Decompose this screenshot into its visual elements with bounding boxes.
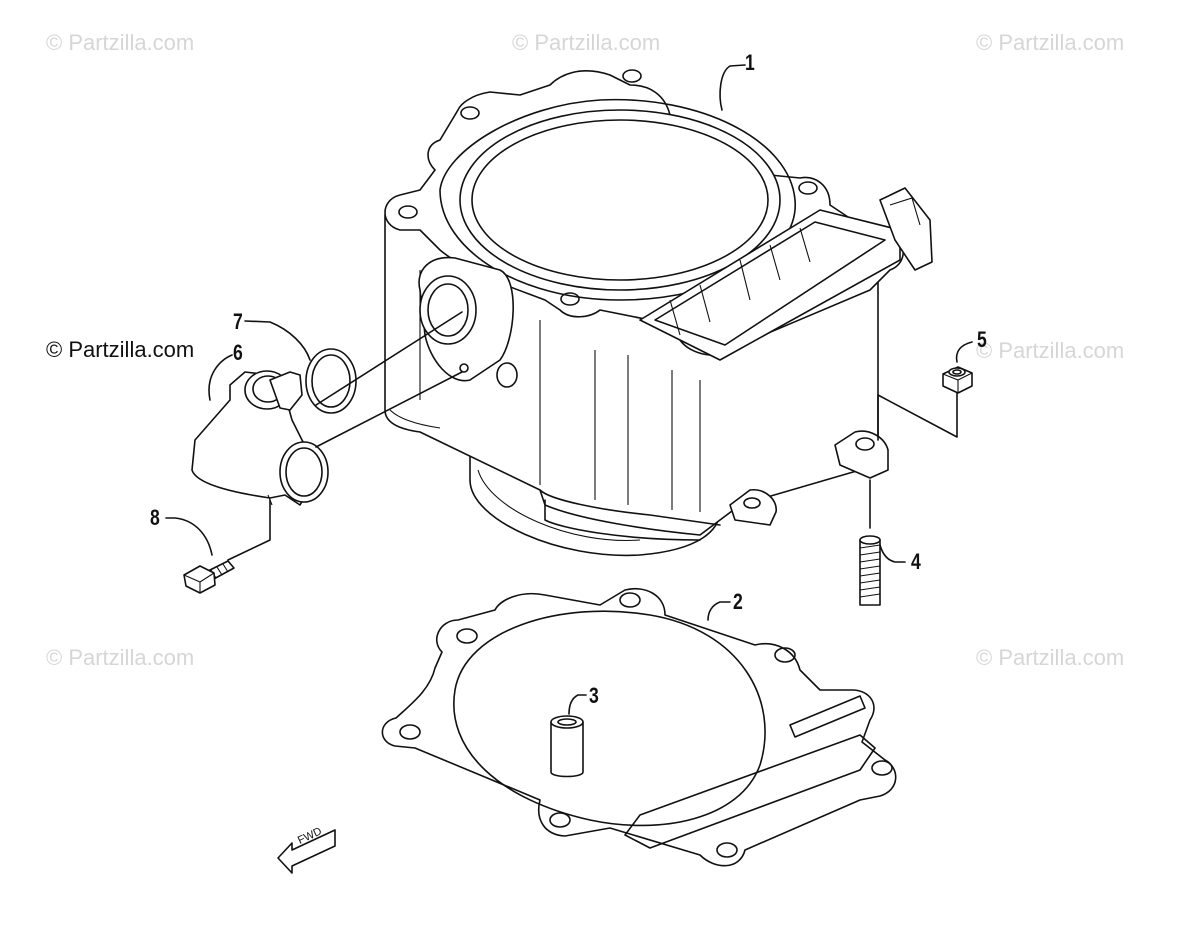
fwd-arrow-icon [278,830,335,873]
watermark-top-right: © Partzilla.com [976,30,1125,55]
callout-3[interactable]: 3 [589,683,599,708]
leader-2 [708,602,730,620]
o-ring-part[interactable] [306,349,356,413]
dowel-pin-part[interactable] [551,716,583,777]
cylinder-part[interactable] [385,70,932,555]
leader-8 [166,518,212,555]
watermark-bottom-left: © Partzilla.com [46,645,195,670]
projection-line-lower [316,372,462,447]
leader-5 [957,342,972,362]
callout-4[interactable]: 4 [911,549,921,574]
callout-2[interactable]: 2 [733,589,743,614]
nut-projection-line [878,393,957,440]
projection-line-upper [316,312,462,405]
screw-projection-line [228,500,270,560]
callout-1[interactable]: 1 [745,50,755,75]
watermark-main: © Partzilla.com [46,337,195,362]
leader-6 [209,355,232,400]
callout-8[interactable]: 8 [150,505,160,530]
leader-4 [880,545,905,562]
nut-part[interactable] [943,367,972,393]
watermark-top-center: © Partzilla.com [512,30,661,55]
watermark-top-left: © Partzilla.com [46,30,195,55]
gasket-part[interactable] [382,589,895,866]
screw-part[interactable] [184,561,234,593]
watermark-bottom-right: © Partzilla.com [976,645,1125,670]
coolant-fitting-part[interactable] [192,371,328,505]
leader-3 [569,695,586,714]
stud-part[interactable] [860,536,880,605]
leader-1 [720,65,745,110]
callout-6[interactable]: 6 [233,340,243,365]
leader-7 [245,321,310,360]
callout-7[interactable]: 7 [233,309,243,334]
watermark-middle-right: © Partzilla.com [976,338,1125,363]
callout-5[interactable]: 5 [977,327,987,352]
